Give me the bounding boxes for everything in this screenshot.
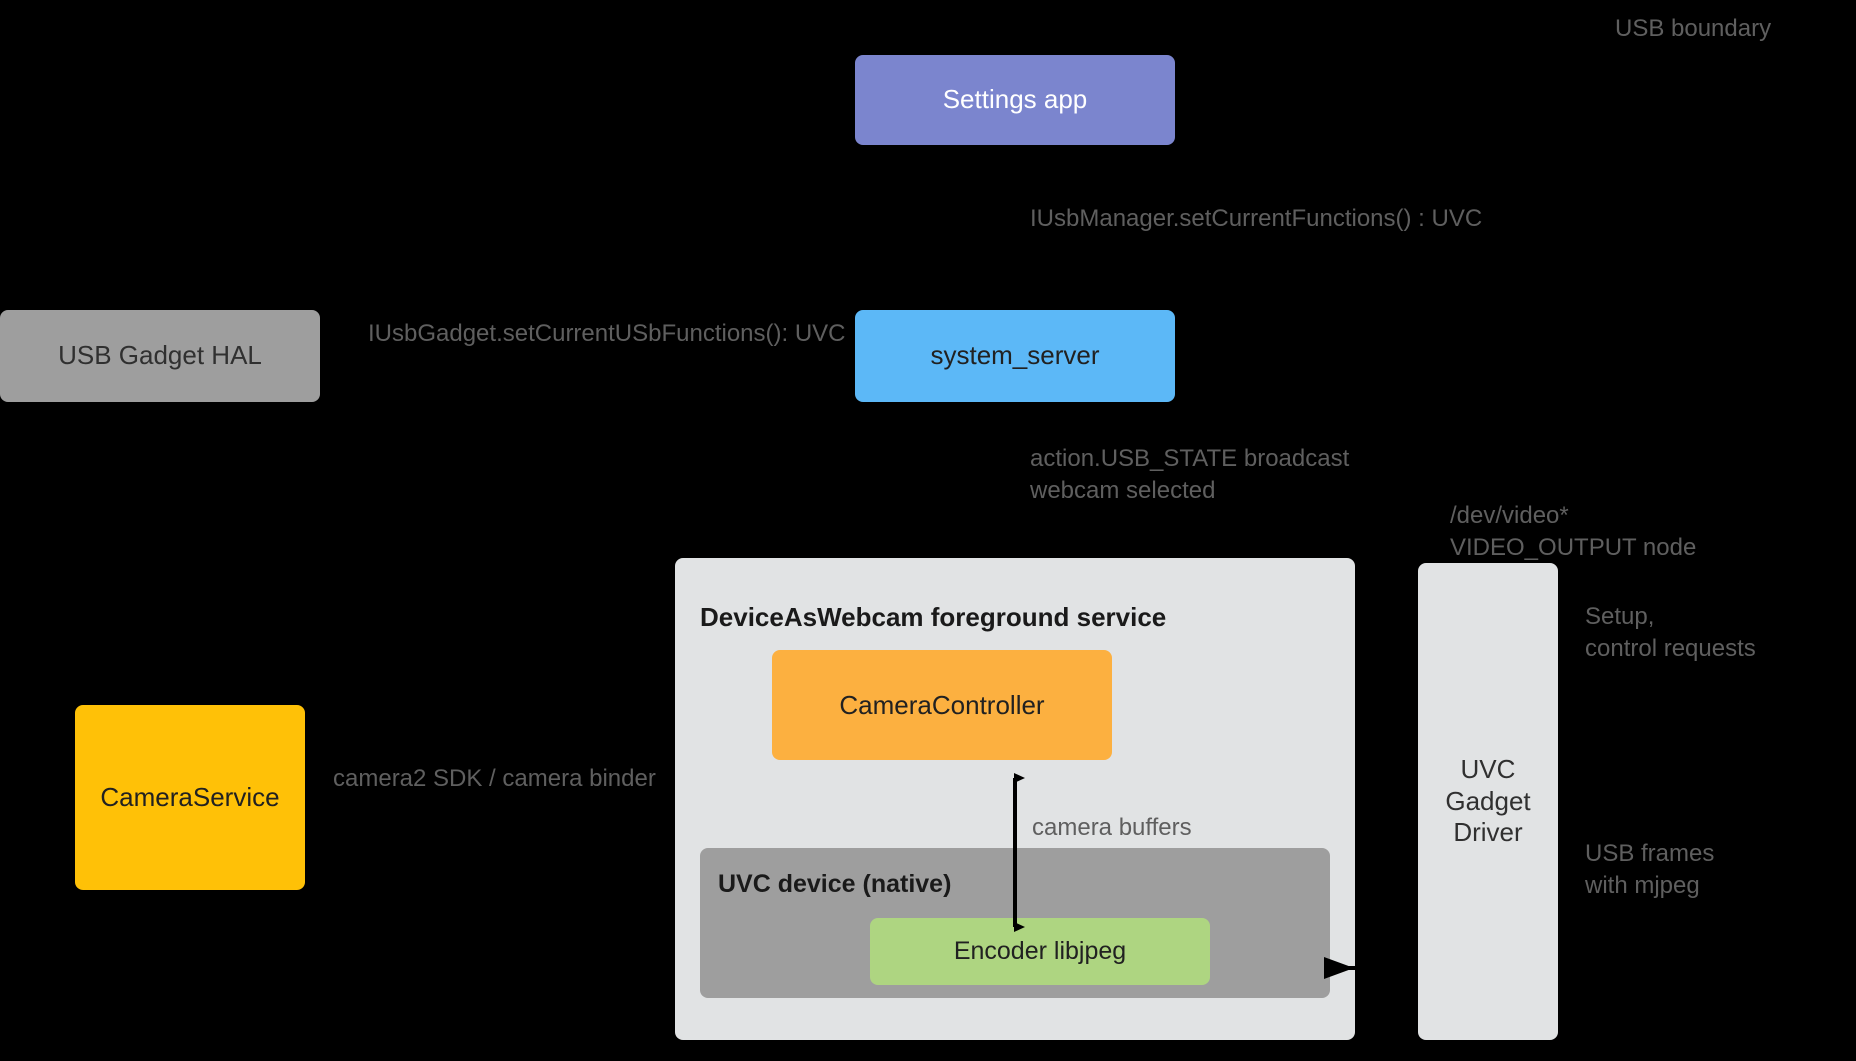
device-as-webcam-service-title: DeviceAsWebcam foreground service xyxy=(700,602,1167,632)
dev-video-node-label: /dev/video* VIDEO_OUTPUT node xyxy=(1450,502,1697,561)
encoder-libjpeg-node[interactable]: Encoder libjpeg xyxy=(870,918,1210,985)
iusbmanager-call-label: IUsbManager.setCurrentFunctions() : UVC xyxy=(1030,205,1483,232)
device-as-webcam-service-container[interactable]: DeviceAsWebcam foreground service Camera… xyxy=(675,558,1355,1040)
camera-service-node[interactable]: CameraService xyxy=(75,705,305,890)
iusbgadget-call-label: IUsbGadget.setCurrentUSbFunctions(): UVC xyxy=(368,320,846,347)
uvc-device-native-title: UVC device (native) xyxy=(718,870,952,898)
camera2-sdk-label: camera2 SDK / camera binder xyxy=(333,765,656,792)
usb-boundary-label: USB boundary xyxy=(1615,15,1772,42)
usb-gadget-hal-node[interactable]: USB Gadget HAL xyxy=(0,310,320,402)
uvc-gadget-driver-node[interactable]: UVC Gadget Driver xyxy=(1418,563,1558,1040)
camera-controller-node[interactable]: CameraController xyxy=(772,650,1112,760)
setup-control-requests-label: Setup, control requests xyxy=(1585,603,1756,662)
uvc-device-native-container[interactable]: UVC device (native) Encoder libjpeg xyxy=(700,848,1330,998)
camera-buffers-label: camera buffers xyxy=(1032,814,1192,841)
usb-frames-mjpeg-label: USB frames with mjpeg xyxy=(1585,840,1715,899)
system-server-node[interactable]: system_server xyxy=(855,310,1175,402)
settings-app-node[interactable]: Settings app xyxy=(855,55,1175,145)
usb-state-broadcast-label: action.USB_STATE broadcast webcam select… xyxy=(1030,445,1350,504)
